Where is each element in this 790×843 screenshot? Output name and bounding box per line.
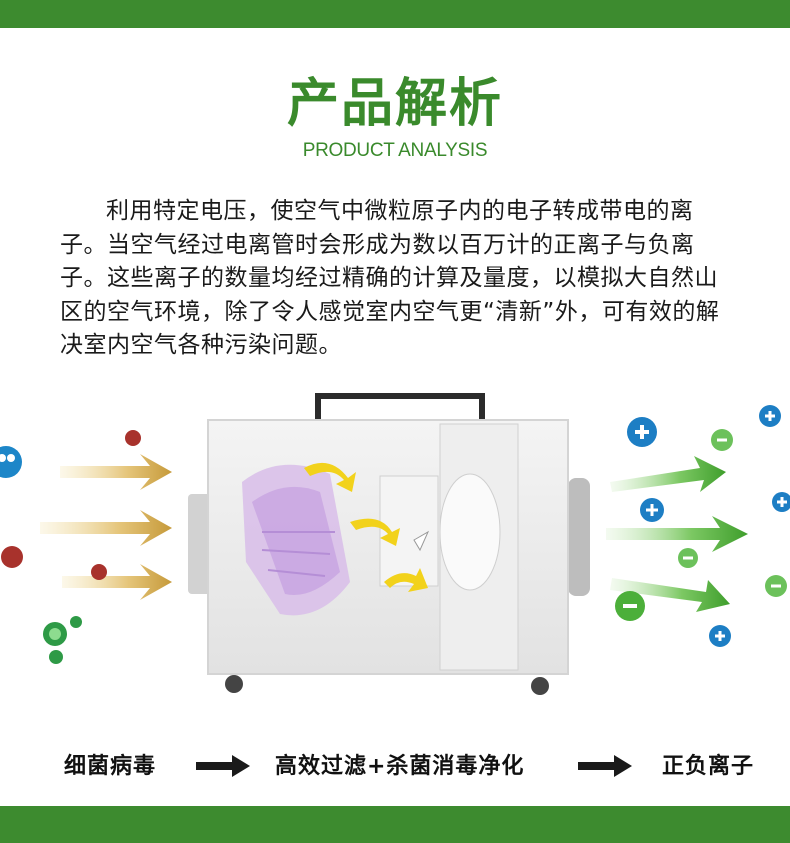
product-description: 利用特定电压，使空气中微粒原子内的电子转成带电的离子。当空气经过电离管时会形成为… — [60, 198, 720, 358]
flow-step-germs: 细菌病毒 — [64, 754, 157, 779]
incoming-arrow-3 — [62, 564, 172, 600]
outgoing-arrow-2 — [606, 516, 748, 552]
germ-icon — [1, 430, 141, 664]
outgoing-arrow-1 — [610, 456, 726, 492]
outlet-port — [568, 478, 590, 596]
plus-ion-icon — [627, 405, 790, 647]
top-banner-bar — [0, 0, 790, 28]
minus-ion-icon — [615, 429, 787, 621]
caster-wheel-right — [531, 677, 549, 695]
flow-step-filtration: 高效过滤+杀菌消毒净化 — [275, 754, 525, 779]
incoming-arrow-2 — [40, 510, 172, 546]
filter-media — [242, 464, 350, 616]
carry-handle — [315, 393, 485, 422]
airflow-arrows — [304, 462, 428, 592]
page-subtitle: PRODUCT ANALYSIS — [302, 140, 488, 161]
arrow-right-icon — [196, 755, 250, 777]
purifier-illustration — [0, 393, 790, 695]
purification-flow: 细菌病毒 高效过滤+杀菌消毒净化 正负离子 — [0, 735, 790, 795]
bottom-banner-bar — [0, 806, 790, 843]
incoming-air-arrows — [40, 454, 172, 600]
air-purifier-unit — [188, 393, 590, 695]
caster-wheel-left — [225, 675, 243, 693]
page-title: 产品解析 — [286, 74, 503, 134]
flow-step-ions: 正负离子 — [662, 754, 755, 779]
fan-wheel — [439, 473, 501, 591]
arrow-right-icon — [578, 755, 632, 777]
outgoing-air-arrows — [606, 456, 748, 612]
incoming-arrow-1 — [60, 454, 172, 490]
virus-mascot-icon — [0, 446, 22, 478]
outgoing-arrow-3 — [610, 578, 730, 612]
